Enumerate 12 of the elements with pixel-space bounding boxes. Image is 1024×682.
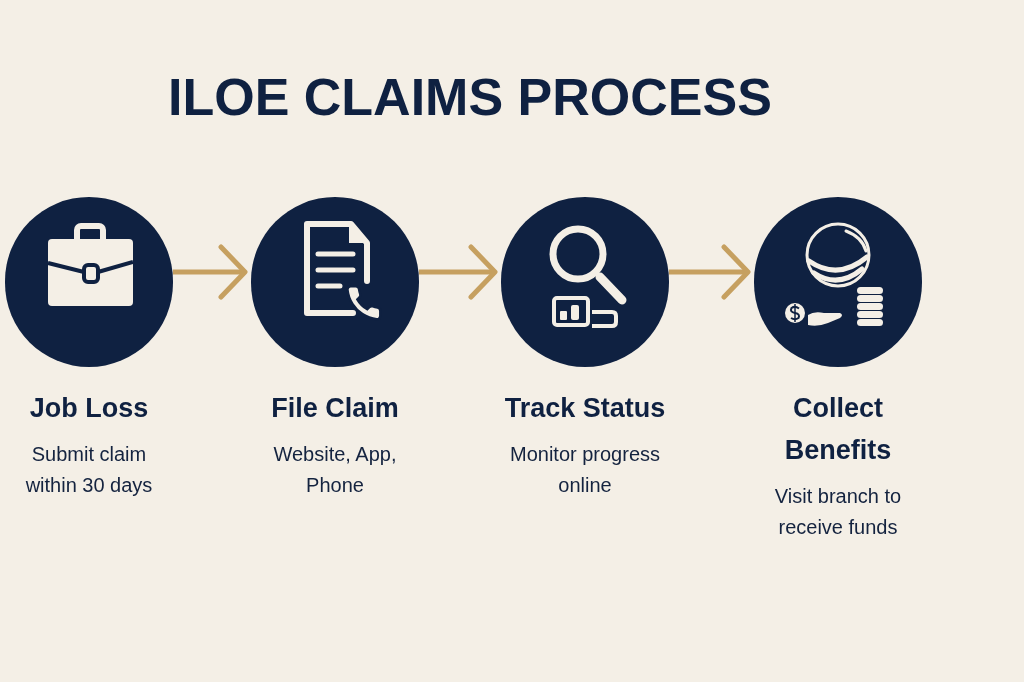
step-description: Website, App, Phone [272,442,398,498]
step-title: Collect Benefits [783,392,893,467]
step-description: Monitor progress online [508,442,662,498]
step-title: File Claim [271,392,399,425]
step-description: Visit branch to receive funds [773,484,903,540]
step-title: Job Loss [29,392,149,425]
arrow [669,244,751,300]
step-description: Submit claim within 30 days [24,442,154,498]
arrow [173,244,248,300]
step-title: Track Status [504,392,666,425]
diagram-title: ILOE CLAIMS PROCESS [168,71,772,123]
arrow [419,244,498,300]
